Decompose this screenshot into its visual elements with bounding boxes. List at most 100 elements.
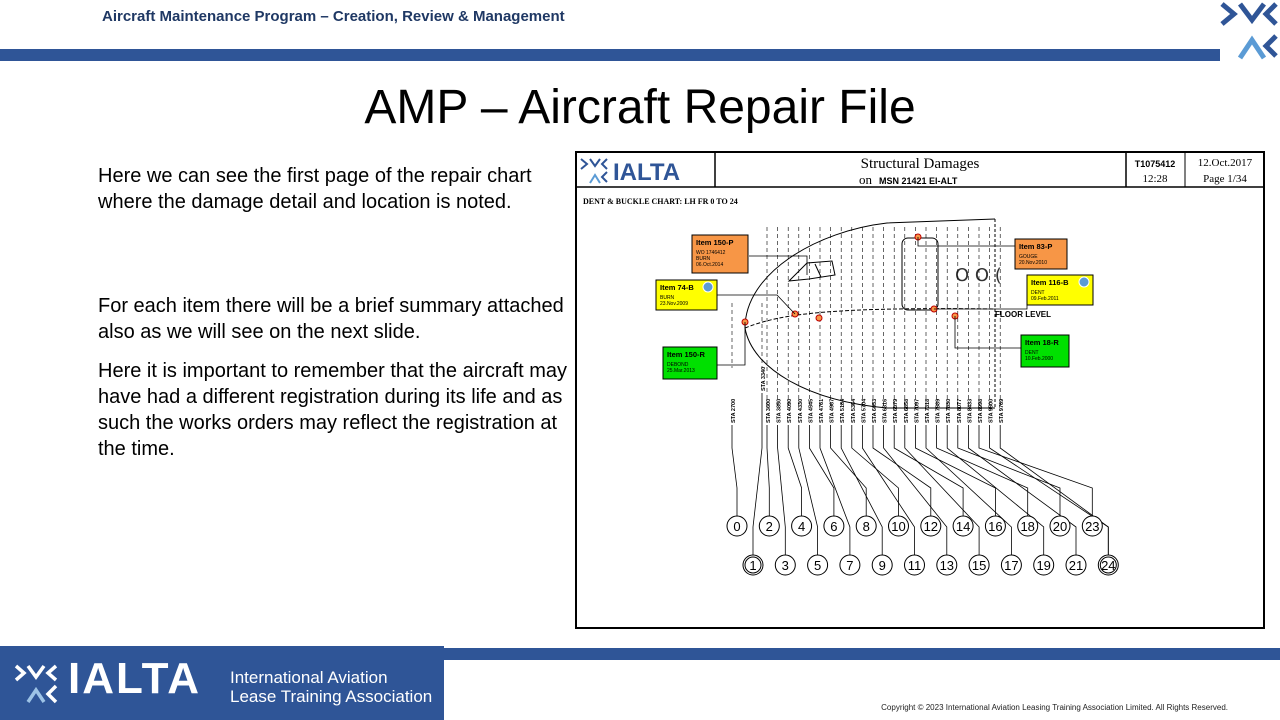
- frame-lines: [731, 227, 1001, 408]
- station-label: STA 5704: [861, 398, 867, 423]
- frame-circle-odd: 7: [839, 554, 861, 576]
- frame-leader-line: [914, 425, 996, 516]
- frame-leader-line: [883, 425, 948, 555]
- station-label: STA 7318: [925, 399, 931, 423]
- frame-leader-line: [731, 425, 738, 516]
- frame-leader-line: [936, 425, 1029, 516]
- fuselage-drawing: O O (: [731, 218, 1002, 409]
- item-74-b[interactable]: Item 74-B BURN 23.Nov.2009: [655, 279, 718, 311]
- frame-leader-line: [999, 425, 1109, 555]
- station-label: STA 6316: [883, 399, 889, 423]
- frame-circle-odd: 24: [1097, 554, 1119, 576]
- footer-logo: IALTA International Aviation Lease Train…: [0, 646, 444, 720]
- frame-circle-even: 18: [1017, 515, 1039, 537]
- frame-number: 14: [956, 519, 970, 534]
- item-83-p[interactable]: Item 83-P GOUGE 20.Nov.2010: [1014, 238, 1068, 270]
- slide-title: AMP – Aircraft Repair File: [364, 81, 916, 134]
- frame-number: 6: [830, 519, 837, 534]
- frame-circle-odd: 11: [904, 554, 925, 576]
- frame-number: 7: [846, 558, 853, 573]
- frame-circle-even: 12: [920, 515, 942, 537]
- item-callouts: Item 150-P WO 1746412 BURN 06.Oct.2014 I…: [655, 233, 1094, 380]
- frame-leader-line: [787, 425, 803, 516]
- frame-number: 17: [1004, 558, 1018, 573]
- frame-number: 0: [733, 519, 740, 534]
- frame-number: 9: [879, 558, 886, 573]
- frame-number: 21: [1069, 558, 1083, 573]
- chart-subheading: MSN 21421 EI-ALT: [879, 176, 958, 186]
- chart-subheading-prefix: on: [859, 172, 873, 187]
- station-label: STA 3850: [777, 399, 783, 423]
- windows-icon: O O (: [955, 265, 1002, 286]
- frame-leader-line: [808, 425, 835, 516]
- frame-leader-line: [766, 425, 770, 516]
- frame-circle-odd: 15: [968, 554, 990, 576]
- svg-text:GOUGE: GOUGE: [1019, 254, 1038, 260]
- frame-leader-line: [957, 425, 1061, 516]
- frame-leaders: [731, 393, 1109, 555]
- frame-circle-odd: 3: [774, 554, 796, 576]
- station-label: STA 8998: [978, 399, 984, 423]
- frame-circle-even: 4: [791, 515, 813, 537]
- frame-leader-line: [904, 425, 980, 555]
- frame-leader-line: [967, 425, 1077, 555]
- svg-text:10.Feb.2000: 10.Feb.2000: [1025, 356, 1053, 362]
- station-label: STA 6053: [872, 399, 878, 423]
- station-label: STA 7830: [946, 399, 952, 423]
- body-paragraph-3: Here it is important to remember that th…: [98, 360, 568, 460]
- top-band: [0, 49, 1220, 61]
- footer-org-line-2: Lease Training Association: [230, 687, 433, 706]
- svg-text:Item 116-B: Item 116-B: [1031, 278, 1069, 287]
- frame-circle-odd: 9: [871, 554, 893, 576]
- attachment-icon[interactable]: [1078, 276, 1090, 288]
- footer-brand: IALTA: [68, 654, 201, 703]
- frame-number: 10: [891, 519, 905, 534]
- frame-circle-even: 2: [758, 515, 780, 537]
- damage-markers: [741, 233, 959, 326]
- attachment-icon[interactable]: [702, 281, 714, 293]
- svg-text:DENT: DENT: [1031, 290, 1045, 296]
- frame-circle-even: 6: [823, 515, 845, 537]
- station-label: STA 6858: [904, 399, 910, 423]
- footer-org-line-1: International Aviation: [230, 668, 388, 687]
- frame-circle-even: 8: [855, 515, 877, 537]
- frame-number: 16: [988, 519, 1002, 534]
- svg-text:Item 150-P: Item 150-P: [696, 238, 734, 247]
- chart-logo-icon: [580, 158, 608, 184]
- svg-text:09.Feb.2011: 09.Feb.2011: [1031, 296, 1059, 302]
- station-label: STA 9769: [999, 399, 1005, 423]
- frame-number: 3: [782, 558, 789, 573]
- station-label: STA 3340: [761, 367, 767, 391]
- chart-date: 12.Oct.2017: [1198, 157, 1253, 169]
- frame-number: 20: [1053, 519, 1067, 534]
- frame-number: 4: [798, 519, 805, 534]
- svg-text:Item 18-R: Item 18-R: [1025, 338, 1059, 347]
- ialta-mark-icon: [1220, 2, 1278, 60]
- item-116-b[interactable]: Item 116-B DENT 09.Feb.2011: [1026, 274, 1094, 306]
- chart-logo-text: IALTA: [613, 159, 680, 186]
- frame-circle-even: 0: [726, 515, 748, 537]
- frame-circle-odd: 1: [742, 554, 764, 576]
- station-label: STA 5364: [851, 398, 857, 423]
- station-label: STA 3600: [766, 399, 772, 423]
- frame-leader-line: [861, 425, 915, 555]
- svg-text:25.Mar.2013: 25.Mar.2013: [667, 368, 695, 374]
- frame-circle-odd: 19: [1033, 554, 1055, 576]
- frame-leader-line: [819, 425, 851, 555]
- item-150-r[interactable]: Item 150-R DEBOND 25.Mar.2013: [662, 346, 718, 380]
- frame-circle-even: 20: [1049, 515, 1071, 537]
- svg-text:06.Oct.2014: 06.Oct.2014: [696, 262, 723, 268]
- svg-text:Item 74-B: Item 74-B: [660, 283, 694, 292]
- frame-leader-line: [925, 425, 1012, 555]
- station-label: STA 9500: [989, 399, 995, 423]
- frame-circle-odd: 21: [1065, 554, 1087, 576]
- frame-leader-line: [798, 425, 819, 555]
- station-label: STA 7589: [936, 399, 942, 423]
- item-150-p[interactable]: Item 150-P WO 1746412 BURN 06.Oct.2014: [691, 234, 749, 274]
- frame-leader-line: [851, 425, 899, 516]
- frame-leader-line: [872, 425, 932, 516]
- item-18-r[interactable]: Item 18-R DENT 10.Feb.2000: [1020, 334, 1070, 368]
- repair-chart: IALTA Structural Damages on MSN 21421 EI…: [575, 151, 1265, 629]
